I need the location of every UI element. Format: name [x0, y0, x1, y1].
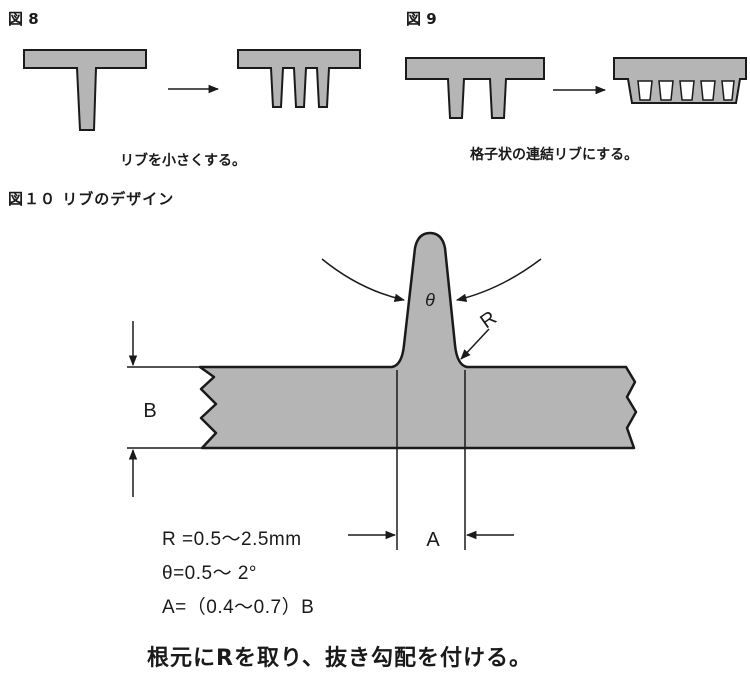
fig8-label: 図 8: [8, 10, 39, 28]
fig9-separate-ribs: [405, 57, 545, 119]
formula-r: R =0.5〜2.5mm: [162, 529, 302, 550]
fig9-lattice-ribs: [613, 57, 747, 104]
formula-a: A=（0.4〜0.7）B: [162, 597, 315, 618]
dimension-b-label: B: [143, 400, 156, 422]
theta-label: θ: [425, 290, 435, 310]
fig10-plate-with-rib: [198, 231, 638, 450]
formula-theta: θ=0.5〜 2°: [162, 563, 258, 584]
fig10-title: 図１０ リブのデザイン: [8, 190, 175, 208]
radius-label: R: [476, 307, 500, 333]
theta-angle-arcs: [321, 258, 542, 302]
dimension-b: [127, 321, 204, 497]
fig8-large-rib: [23, 49, 147, 131]
radius-pointer-arrow: [460, 328, 490, 360]
fig8-caption: リブを小さくする。: [120, 153, 246, 169]
fig10-caption: 根元にRを取り、抜き勾配を付ける。: [147, 646, 533, 671]
fig9-label: 図 9: [406, 10, 437, 28]
dimension-a-label: A: [426, 529, 440, 551]
fig8-small-ribs: [237, 49, 361, 108]
dimension-a: [348, 370, 514, 550]
fig9-caption: 格子状の連結リブにする。: [470, 147, 639, 163]
